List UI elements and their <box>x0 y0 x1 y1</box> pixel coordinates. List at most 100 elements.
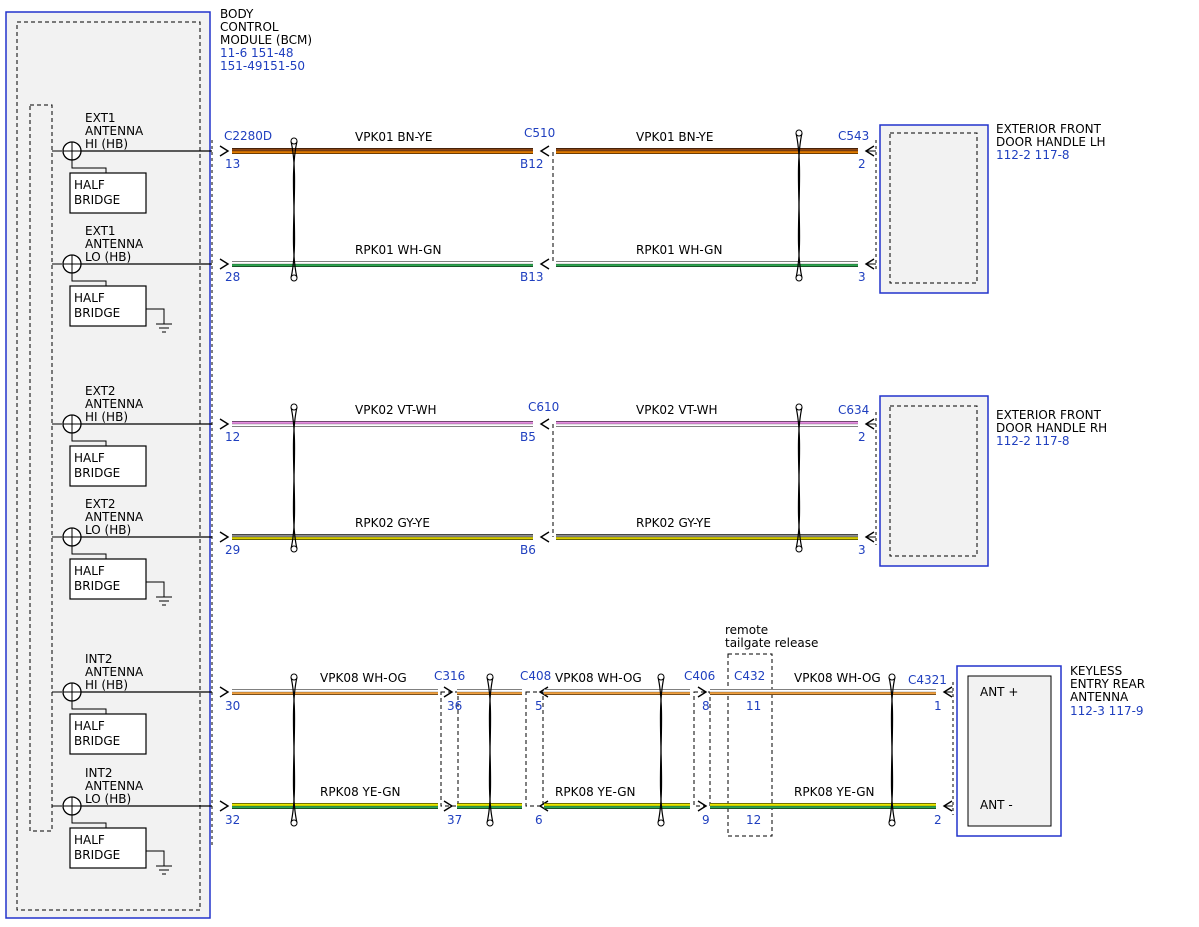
bcm-ref-2: 151-49151-50 <box>220 59 305 73</box>
antenna-label: EXT1 <box>85 111 116 125</box>
pin-number: B5 <box>520 430 536 444</box>
svg-text:DOOR HANDLE LH: DOOR HANDLE LH <box>996 135 1106 149</box>
pin-arrow <box>697 800 708 812</box>
pin-number: 2 <box>934 813 942 827</box>
pin-arrow <box>539 145 550 157</box>
pin-arrow <box>219 418 230 430</box>
pin-arrow <box>538 800 549 812</box>
wire-label: VPK02 VT-WH <box>355 403 437 417</box>
pin-arrow <box>219 686 230 698</box>
bcm-ref-1: 11-6 151-48 <box>220 46 294 60</box>
pin-number: 28 <box>225 270 240 284</box>
wire-label: RPK08 YE-GN <box>794 785 874 799</box>
half-bridge-label: BRIDGE <box>74 306 120 320</box>
conn-c406: C406 <box>684 669 715 683</box>
bcm-title: BODY CONTROL MODULE (BCM) 11-6 151-48 15… <box>220 7 312 73</box>
inline-connectors <box>440 152 773 837</box>
pin-number: B6 <box>520 543 536 557</box>
svg-text:MODULE (BCM): MODULE (BCM) <box>220 33 312 47</box>
pin-number: 9 <box>702 813 710 827</box>
pin-arrow <box>539 531 550 543</box>
twisted-pairs <box>290 129 896 827</box>
svg-text:ENTRY REAR: ENTRY REAR <box>1070 677 1145 691</box>
half-bridge-box <box>69 445 147 487</box>
pin-number: 6 <box>535 813 543 827</box>
conn-c2280d: C2280D <box>224 129 272 143</box>
half-bridge-box <box>69 172 147 214</box>
half-bridge-box <box>69 558 147 600</box>
pin-number: 13 <box>225 157 240 171</box>
half-bridge-label: HALF <box>74 178 105 192</box>
antenna-label: ANTENNA <box>85 510 144 524</box>
pin-number: 36 <box>447 699 462 713</box>
connector-labels: C2280D C510 C543 C610 C634 C316 C408 C40… <box>224 126 947 687</box>
pin-number: 3 <box>858 270 866 284</box>
wire-label: RPK08 YE-GN <box>555 785 635 799</box>
pin-ant-minus: ANT - <box>980 798 1013 812</box>
pin-number: 3 <box>858 543 866 557</box>
wire-label: RPK02 GY-YE <box>636 516 711 530</box>
half-bridge-label: HALF <box>74 719 105 733</box>
antenna-label: ANTENNA <box>85 665 144 679</box>
svg-text:DOOR HANDLE RH: DOOR HANDLE RH <box>996 421 1107 435</box>
pin-number: 11 <box>746 699 761 713</box>
wire-label: VPK01 BN-YE <box>636 130 713 144</box>
antenna-label: EXT2 <box>85 497 116 511</box>
pin-arrow <box>539 258 550 270</box>
pin-arrow <box>219 531 230 543</box>
door-handle-rh: EXTERIOR FRONT DOOR HANDLE RH 112-2 117-… <box>875 395 1107 567</box>
conn-c4321: C4321 <box>908 673 947 687</box>
pin-number: 2 <box>858 430 866 444</box>
wire-ext2-lo: RPK02 GY-YE RPK02 GY-YE 29 B6 3 <box>219 516 876 557</box>
antenna-label: EXT2 <box>85 384 116 398</box>
wire-label: RPK01 WH-GN <box>636 243 722 257</box>
svg-text:CONTROL: CONTROL <box>220 20 279 34</box>
antenna-label: ANTENNA <box>85 124 144 138</box>
pin-arrow <box>539 418 550 430</box>
half-bridge-label: HALF <box>74 833 105 847</box>
svg-text:EXTERIOR FRONT: EXTERIOR FRONT <box>996 122 1102 136</box>
remote-note-2: tailgate release <box>725 636 818 650</box>
wire-label: RPK08 YE-GN <box>320 785 400 799</box>
half-bridge-label: HALF <box>74 451 105 465</box>
antenna-label: HI (HB) <box>85 410 128 424</box>
pin-arrow <box>219 145 230 157</box>
half-bridge-label: BRIDGE <box>74 848 120 862</box>
conn-c543: C543 <box>838 129 869 143</box>
pin-arrow <box>443 800 454 812</box>
door-handle-lh: EXTERIOR FRONT DOOR HANDLE LH 112-2 117-… <box>875 122 1106 294</box>
conn-c510: C510 <box>524 126 555 140</box>
pin-arrow <box>219 258 230 270</box>
svg-text:112-3 117-9: 112-3 117-9 <box>1070 704 1144 718</box>
pin-number: 30 <box>225 699 240 713</box>
conn-c634: C634 <box>838 403 869 417</box>
wire-label: VPK02 VT-WH <box>636 403 718 417</box>
antenna-label: INT2 <box>85 652 112 666</box>
pin-arrow <box>219 800 230 812</box>
wire-label: VPK08 WH-OG <box>320 671 407 685</box>
half-bridge-box <box>69 285 147 327</box>
pin-number: 12 <box>746 813 761 827</box>
antenna-label: LO (HB) <box>85 792 131 806</box>
antenna-label: ANTENNA <box>85 237 144 251</box>
pin-number: 32 <box>225 813 240 827</box>
half-bridge-label: BRIDGE <box>74 466 120 480</box>
wire-label: RPK01 WH-GN <box>355 243 441 257</box>
wire-label: RPK02 GY-YE <box>355 516 430 530</box>
half-bridge-label: BRIDGE <box>74 193 120 207</box>
pin-number: 29 <box>225 543 240 557</box>
half-bridge-label: BRIDGE <box>74 734 120 748</box>
svg-text:112-2 117-8: 112-2 117-8 <box>996 148 1070 162</box>
svg-text:112-2 117-8: 112-2 117-8 <box>996 434 1070 448</box>
half-bridge-box <box>69 827 147 869</box>
